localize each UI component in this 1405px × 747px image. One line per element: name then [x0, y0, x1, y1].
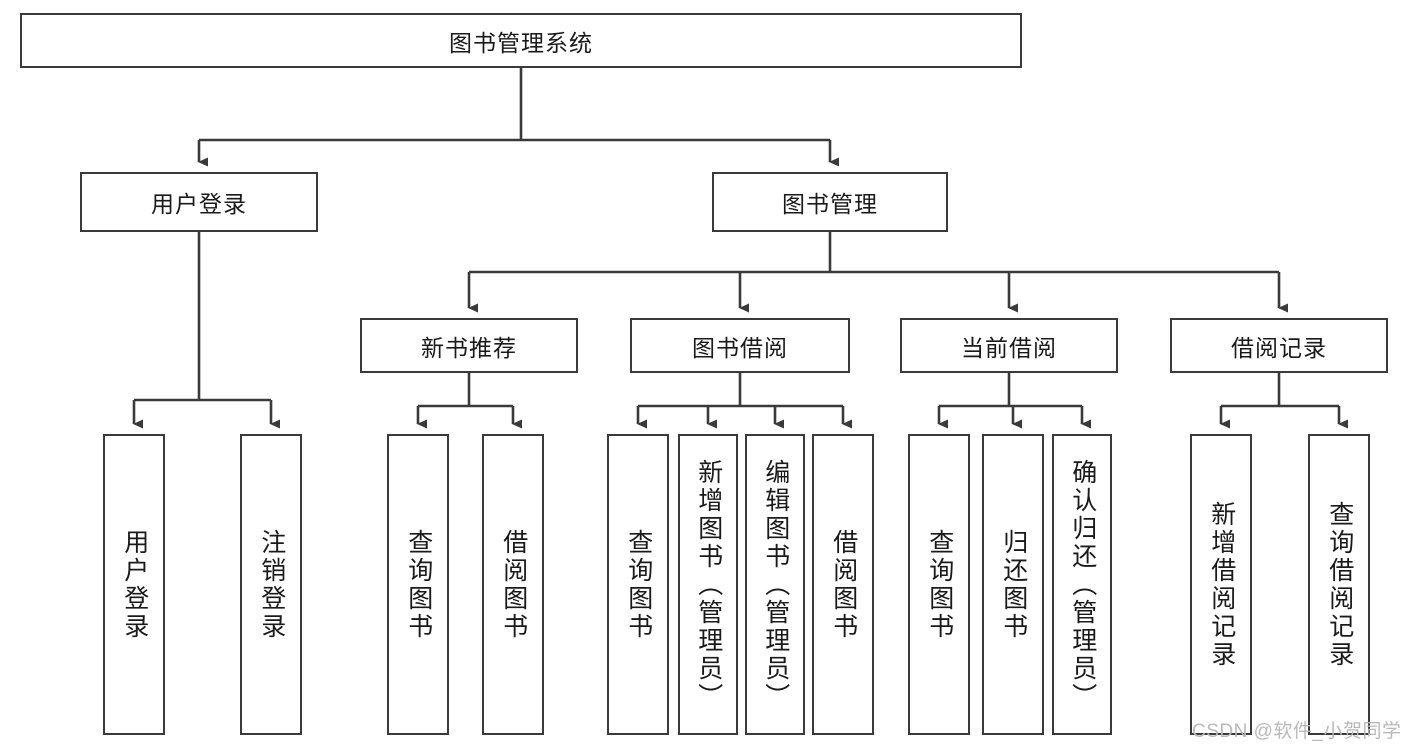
node-leaf-user-login[interactable]: 用户登录: [103, 434, 165, 735]
node-leaf-query-record[interactable]: 查询借阅记录: [1308, 434, 1370, 735]
node-leaf-query-book-3[interactable]: 查询图书: [908, 434, 970, 735]
node-label: 确认归还（管理员）: [1068, 458, 1097, 711]
node-label: 图书管理系统: [449, 29, 593, 56]
node-label: 借阅图书: [829, 528, 858, 641]
node-book-manage[interactable]: 图书管理: [712, 172, 948, 232]
node-leaf-return-book[interactable]: 归还图书: [982, 434, 1044, 735]
node-leaf-add-record[interactable]: 新增借阅记录: [1190, 434, 1252, 735]
node-borrow-record[interactable]: 借阅记录: [1170, 318, 1388, 373]
node-leaf-borrow-book-1[interactable]: 借阅图书: [482, 434, 544, 735]
node-new-book-recommend[interactable]: 新书推荐: [360, 318, 578, 373]
csdn-watermark: CSDN @软件_小贺同学: [1192, 721, 1402, 742]
node-leaf-query-book-1[interactable]: 查询图书: [387, 434, 449, 735]
node-leaf-confirm-return[interactable]: 确认归还（管理员）: [1052, 434, 1112, 735]
node-label: 图书借阅: [692, 334, 788, 361]
node-label: 查询图书: [925, 528, 954, 641]
node-label: 注销登录: [257, 528, 286, 641]
node-label: 归还图书: [999, 528, 1028, 641]
node-book-borrow[interactable]: 图书借阅: [630, 318, 850, 373]
node-user-login[interactable]: 用户登录: [80, 172, 318, 232]
node-current-borrow[interactable]: 当前借阅: [900, 318, 1118, 373]
node-leaf-logout-login[interactable]: 注销登录: [240, 434, 302, 735]
node-label: 查询图书: [624, 528, 653, 641]
node-label: 编辑图书（管理员）: [761, 458, 790, 711]
node-label: 新增图书（管理员）: [694, 458, 723, 711]
node-root-system[interactable]: 图书管理系统: [20, 13, 1022, 68]
node-leaf-query-book-2[interactable]: 查询图书: [607, 434, 669, 735]
node-label: 新书推荐: [421, 334, 517, 361]
node-label: 借阅图书: [499, 528, 528, 641]
node-label: 用户登录: [120, 528, 149, 641]
node-label: 图书管理: [782, 191, 878, 217]
node-label: 当前借阅: [961, 334, 1057, 361]
node-leaf-borrow-book-2[interactable]: 借阅图书: [812, 434, 874, 735]
node-label: 查询图书: [404, 528, 433, 641]
node-label: 用户登录: [151, 191, 247, 217]
node-label: 查询借阅记录: [1325, 500, 1354, 669]
node-leaf-add-book[interactable]: 新增图书（管理员）: [678, 434, 738, 735]
node-label: 新增借阅记录: [1207, 500, 1236, 669]
node-label: 借阅记录: [1231, 334, 1327, 361]
node-leaf-edit-book[interactable]: 编辑图书（管理员）: [745, 434, 805, 735]
